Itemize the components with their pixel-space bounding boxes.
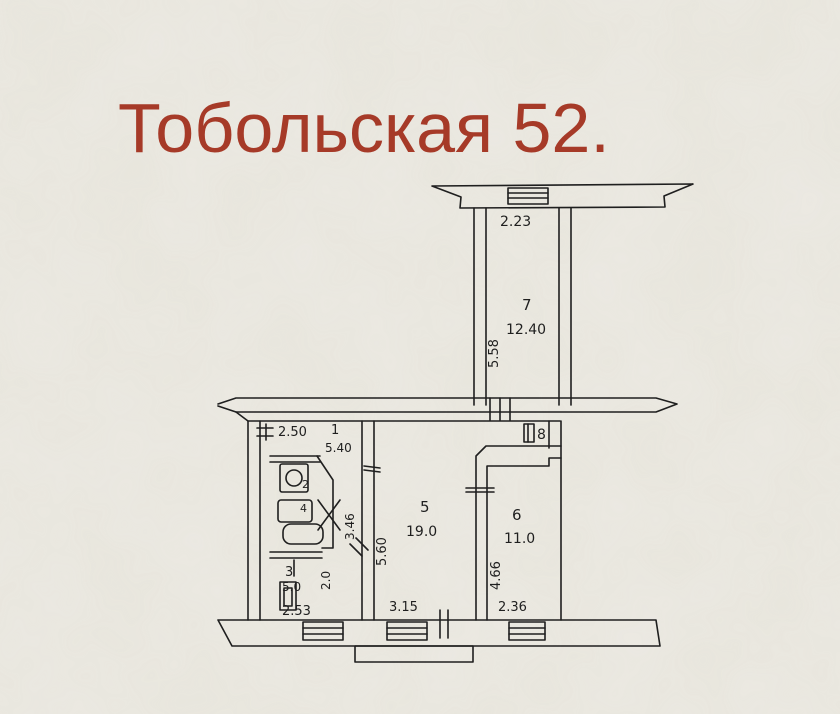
middle-wall-band xyxy=(217,397,678,422)
room-2-number: 2 xyxy=(302,478,309,491)
room-5-length: 5.60 xyxy=(375,537,390,566)
room-6-area: 11.0 xyxy=(504,531,535,547)
page-title: Тобольская 52. xyxy=(118,89,610,167)
room-7-number: 7 xyxy=(522,296,532,314)
room-1-width: 2.50 xyxy=(278,425,307,440)
room-5-number: 5 xyxy=(420,498,430,516)
room-6-length: 4.66 xyxy=(489,561,504,590)
bathroom-fixtures xyxy=(277,463,341,611)
window-middle xyxy=(386,621,428,641)
room-7-walls xyxy=(473,207,572,406)
room-6-number: 6 xyxy=(512,506,522,524)
balcony-top-slab xyxy=(431,183,694,209)
room-6-width: 2.36 xyxy=(498,600,527,615)
room-7-width: 2.23 xyxy=(500,214,531,230)
room-8-number: 8 xyxy=(537,427,546,443)
room-3-number: 3 xyxy=(285,565,293,580)
room-3-area: 5.0 xyxy=(282,580,301,594)
room-7-length: 5.58 xyxy=(487,339,502,368)
room-3-height: 2.0 xyxy=(319,571,333,590)
apartment-outer-walls xyxy=(247,420,562,621)
window-right xyxy=(508,621,546,641)
room-7-area: 12.40 xyxy=(506,322,546,338)
bottom-slab xyxy=(217,609,661,663)
room-1-number: 1 xyxy=(331,423,339,438)
room-5-width: 3.15 xyxy=(389,600,418,615)
room-5-area: 19.0 xyxy=(406,524,437,540)
room-1-area: 5.40 xyxy=(325,441,352,455)
interior-partitions xyxy=(269,420,562,621)
room-5-side-dimension: 3.46 xyxy=(343,513,357,540)
window-left xyxy=(302,621,344,641)
room-3-width: 2.53 xyxy=(282,604,311,619)
room-4-number: 4 xyxy=(300,502,307,515)
